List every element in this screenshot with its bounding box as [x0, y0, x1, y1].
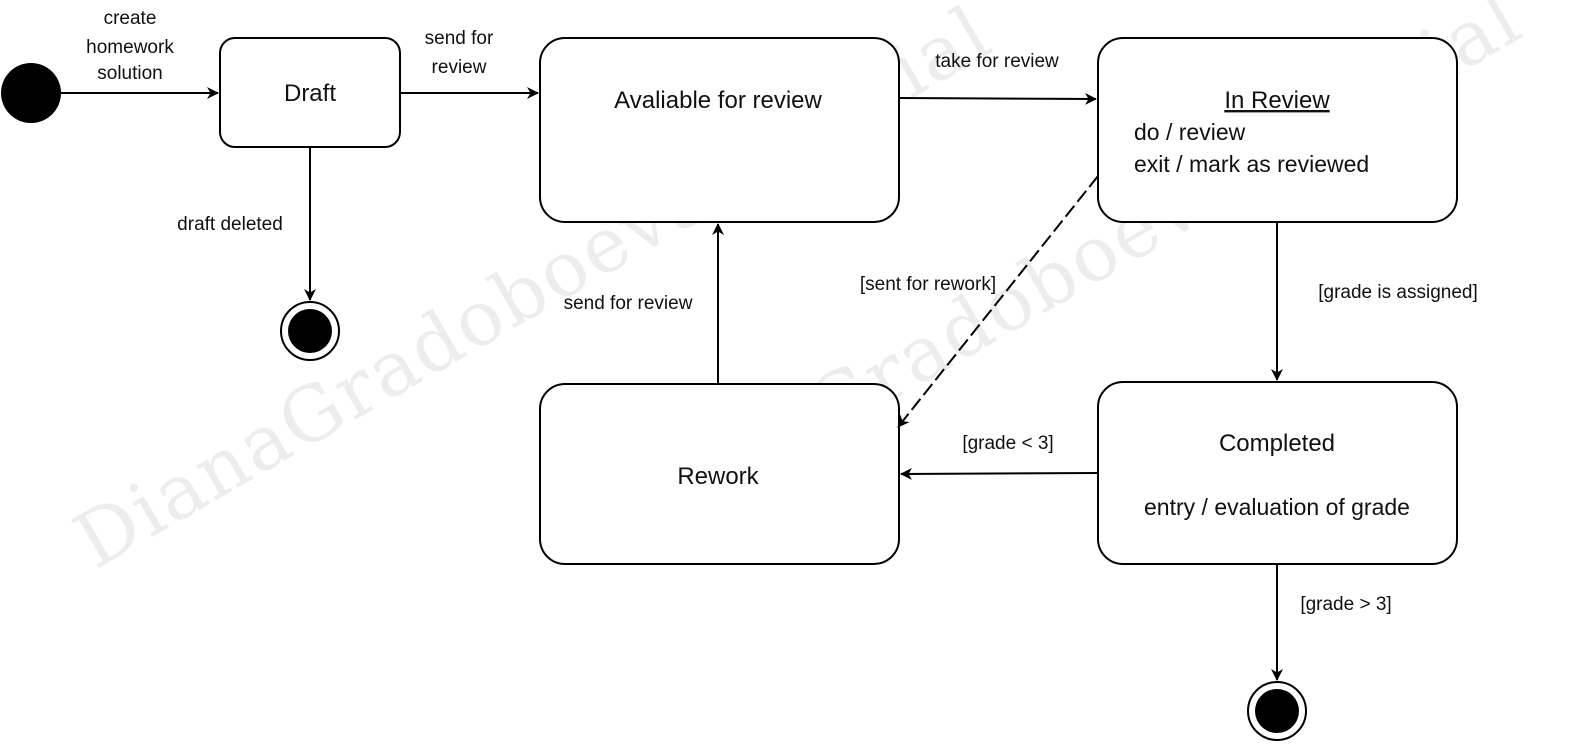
transition-sent-for-rework-label: [sent for rework] [860, 274, 996, 295]
transition-take-for-review-label: take for review [935, 51, 1059, 72]
state-rework[interactable]: Rework [539, 383, 900, 565]
transition-send-for-review-label: review [432, 57, 487, 78]
state-completed[interactable]: Completed entry / evaluation of grade [1097, 381, 1458, 565]
transition-grade-gt-3-label: [grade > 3] [1300, 594, 1391, 615]
state-draft[interactable]: Draft [219, 37, 401, 148]
state-completed-name: Completed [1219, 430, 1335, 457]
transition-grade-lt-3-label: [grade < 3] [962, 433, 1053, 454]
final-state-completed [1247, 681, 1307, 741]
transition-take-for-review[interactable] [899, 92, 1097, 105]
transition-sent-for-rework[interactable] [897, 175, 1099, 428]
transition-send-for-review-rework-label: send for review [564, 293, 693, 314]
final-state-draft [280, 301, 340, 361]
transition-create-label: solution [97, 63, 163, 84]
state-available-name: Avaliable for review [614, 87, 822, 114]
transition-grade-lt-3[interactable] [900, 467, 1099, 480]
state-available[interactable]: Avaliable for review [539, 37, 900, 223]
state-in-review-activity: exit / mark as reviewed [1134, 151, 1369, 177]
transition-create-label: create [104, 8, 157, 29]
transition-grade-assigned-label: [grade is assigned] [1318, 282, 1478, 303]
transition-create-label: homework [86, 37, 174, 58]
state-completed-activity: entry / evaluation of grade [1144, 494, 1410, 520]
state-in-review-name: In Review [1224, 87, 1330, 114]
state-rework-name: Rework [677, 463, 759, 490]
initial-state [1, 63, 61, 123]
state-in-review[interactable]: In Review do / review exit / mark as rev… [1097, 37, 1458, 223]
transition-draft-deleted-label: draft deleted [177, 214, 283, 235]
transition-send-for-review-label: send for [425, 28, 494, 49]
state-draft-name: Draft [284, 80, 336, 107]
state-in-review-activity: do / review [1134, 119, 1246, 145]
